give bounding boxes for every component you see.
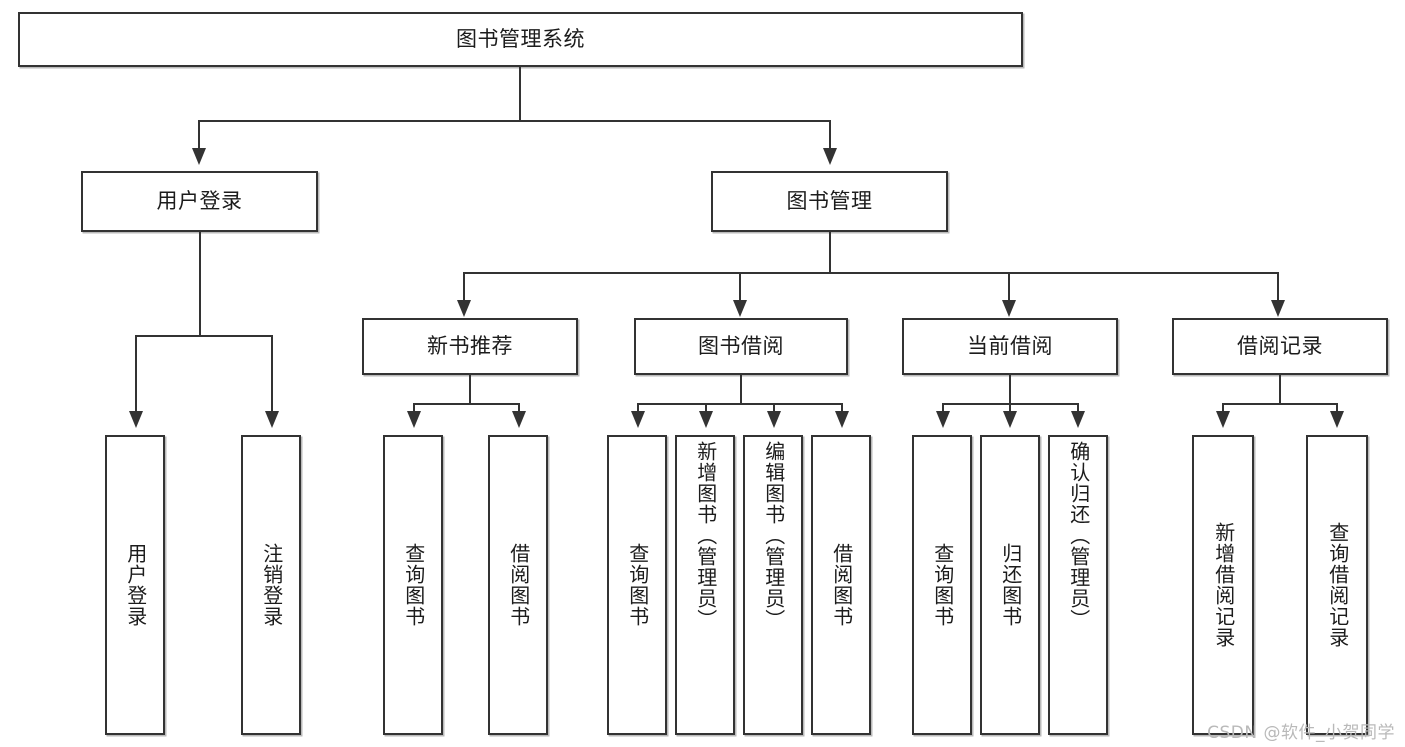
node-label: 确认归还（管理员） bbox=[1066, 441, 1091, 630]
connector-user-login-drop-2 bbox=[271, 335, 273, 413]
connector-level3-bus bbox=[463, 272, 1277, 274]
arrow-to-borrow-record bbox=[1271, 300, 1285, 317]
connector-book-borrow-drop-1 bbox=[637, 403, 639, 413]
node-label: 用户登录 bbox=[123, 543, 148, 627]
arrow-to-current-borrow bbox=[1002, 300, 1016, 317]
connector-level3-drop-3 bbox=[1008, 272, 1010, 302]
node-label: 用户登录 bbox=[156, 189, 243, 214]
connector-user-login-stem bbox=[199, 232, 201, 335]
connector-borrow-record-drop-1 bbox=[1222, 403, 1224, 413]
connector-current-borrow-drop-3 bbox=[1077, 403, 1079, 413]
node-label: 注销登录 bbox=[259, 543, 284, 627]
leaf-query-borrow-record[interactable]: 查询借阅记录 bbox=[1306, 435, 1368, 735]
arrow-to-borrow-book bbox=[733, 300, 747, 317]
leaf-borrow-book-new[interactable]: 借阅图书 bbox=[488, 435, 548, 735]
node-label: 新增借阅记录 bbox=[1211, 522, 1236, 648]
node-borrow-record[interactable]: 借阅记录 bbox=[1172, 318, 1388, 375]
arrow-to-leaf-return-book bbox=[1003, 411, 1017, 428]
connector-current-borrow-drop-2 bbox=[1009, 403, 1011, 413]
connector-level2-bus bbox=[198, 120, 830, 122]
connector-new-book-stem bbox=[469, 375, 471, 403]
connector-book-borrow-drop-2 bbox=[705, 403, 707, 413]
leaf-user-login[interactable]: 用户登录 bbox=[105, 435, 165, 735]
leaf-confirm-return-admin[interactable]: 确认归还（管理员） bbox=[1048, 435, 1108, 735]
node-label: 借阅图书 bbox=[829, 543, 854, 627]
arrow-to-leaf-query-book-3 bbox=[936, 411, 950, 428]
arrow-to-leaf-edit-book bbox=[767, 411, 781, 428]
node-label: 图书借阅 bbox=[698, 334, 784, 359]
node-label: 查询图书 bbox=[930, 543, 955, 627]
node-label: 新增图书（管理员） bbox=[693, 441, 718, 630]
leaf-query-book-new[interactable]: 查询图书 bbox=[383, 435, 443, 735]
connector-level2-drop-right bbox=[829, 120, 831, 150]
node-label: 编辑图书（管理员） bbox=[761, 441, 786, 630]
arrow-to-user-login bbox=[192, 148, 206, 165]
node-book-borrow[interactable]: 图书借阅 bbox=[634, 318, 848, 375]
connector-level2-drop-left bbox=[198, 120, 200, 150]
connector-book-borrow-bus bbox=[637, 403, 843, 405]
connector-book-borrow-drop-4 bbox=[841, 403, 843, 413]
node-label: 新书推荐 bbox=[427, 334, 513, 359]
node-label: 查询借阅记录 bbox=[1325, 522, 1350, 648]
leaf-query-book-borrow[interactable]: 查询图书 bbox=[607, 435, 667, 735]
leaf-return-book[interactable]: 归还图书 bbox=[980, 435, 1040, 735]
connector-new-book-drop-1 bbox=[413, 403, 415, 413]
connector-level3-drop-4 bbox=[1277, 272, 1279, 302]
leaf-query-book-current[interactable]: 查询图书 bbox=[912, 435, 972, 735]
leaf-add-borrow-record[interactable]: 新增借阅记录 bbox=[1192, 435, 1254, 735]
arrow-to-leaf-add-record bbox=[1216, 411, 1230, 428]
connector-new-book-drop-2 bbox=[518, 403, 520, 413]
node-label: 查询图书 bbox=[625, 543, 650, 627]
connector-root-stem bbox=[519, 67, 521, 120]
node-new-book-recommend[interactable]: 新书推荐 bbox=[362, 318, 578, 375]
connector-user-login-bus bbox=[135, 335, 272, 337]
node-label: 查询图书 bbox=[401, 543, 426, 627]
arrow-to-leaf-confirm-return bbox=[1071, 411, 1085, 428]
node-label: 借阅记录 bbox=[1237, 334, 1323, 359]
arrow-to-leaf-query-book-1 bbox=[407, 411, 421, 428]
arrow-to-leaf-borrow-book-2 bbox=[835, 411, 849, 428]
node-current-borrow[interactable]: 当前借阅 bbox=[902, 318, 1118, 375]
arrow-to-leaf-borrow-book-1 bbox=[512, 411, 526, 428]
connector-book-borrow-stem bbox=[740, 375, 742, 403]
connector-borrow-record-bus bbox=[1222, 403, 1337, 405]
connector-book-borrow-drop-3 bbox=[773, 403, 775, 413]
node-label: 归还图书 bbox=[998, 543, 1023, 627]
node-label: 图书管理 bbox=[786, 189, 873, 214]
connector-user-login-drop-1 bbox=[135, 335, 137, 413]
leaf-logout[interactable]: 注销登录 bbox=[241, 435, 301, 735]
node-user-login[interactable]: 用户登录 bbox=[81, 171, 318, 232]
leaf-edit-book-admin[interactable]: 编辑图书（管理员） bbox=[743, 435, 803, 735]
arrow-to-leaf-add-book bbox=[699, 411, 713, 428]
node-label: 图书管理系统 bbox=[456, 27, 585, 52]
connector-current-borrow-stem bbox=[1009, 375, 1011, 403]
connector-book-management-stem bbox=[829, 232, 831, 272]
leaf-borrow-book[interactable]: 借阅图书 bbox=[811, 435, 871, 735]
leaf-add-book-admin[interactable]: 新增图书（管理员） bbox=[675, 435, 735, 735]
node-book-management[interactable]: 图书管理 bbox=[711, 171, 948, 232]
connector-level3-drop-1 bbox=[463, 272, 465, 302]
node-root-system[interactable]: 图书管理系统 bbox=[18, 12, 1023, 67]
arrow-to-leaf-query-record bbox=[1330, 411, 1344, 428]
arrow-to-leaf-logout bbox=[265, 411, 279, 428]
connector-borrow-record-stem bbox=[1279, 375, 1281, 403]
node-label: 当前借阅 bbox=[967, 334, 1053, 359]
connector-current-borrow-drop-1 bbox=[942, 403, 944, 413]
arrow-to-book-management bbox=[823, 148, 837, 165]
connector-new-book-bus bbox=[413, 403, 519, 405]
arrow-to-leaf-user-login bbox=[129, 411, 143, 428]
connector-borrow-record-drop-2 bbox=[1336, 403, 1338, 413]
arrow-to-leaf-query-book-2 bbox=[631, 411, 645, 428]
arrow-to-new-book bbox=[457, 300, 471, 317]
node-label: 借阅图书 bbox=[506, 543, 531, 627]
connector-level3-drop-2 bbox=[739, 272, 741, 302]
